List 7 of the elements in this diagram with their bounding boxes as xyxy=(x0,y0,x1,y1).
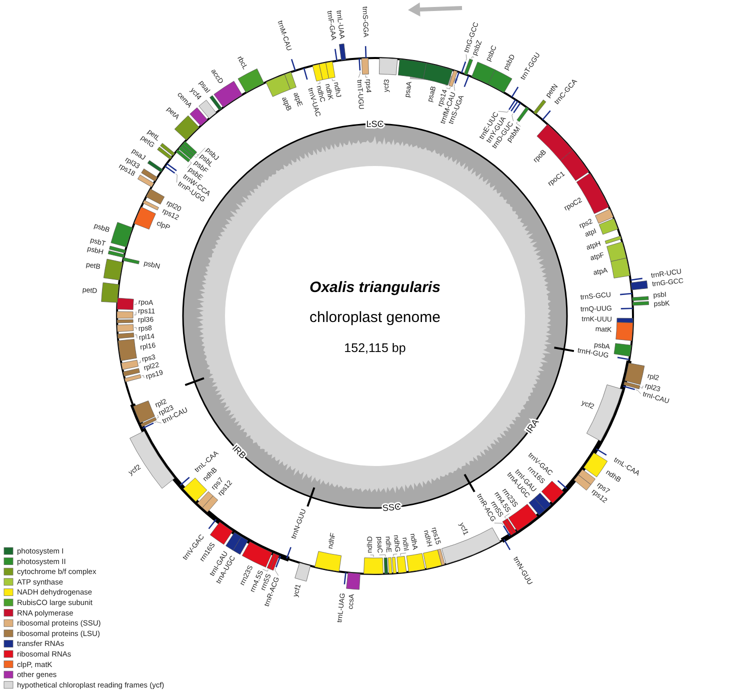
region-label: IRB xyxy=(230,442,248,461)
species-name: Oxalis triangularis xyxy=(310,279,440,296)
region-label: SSC xyxy=(382,502,402,514)
genome-title: chloroplast genome xyxy=(310,309,440,326)
region-label: IRA xyxy=(524,417,541,436)
region-label: LSC xyxy=(366,119,384,129)
genome-size: 152,115 bp xyxy=(344,341,406,355)
